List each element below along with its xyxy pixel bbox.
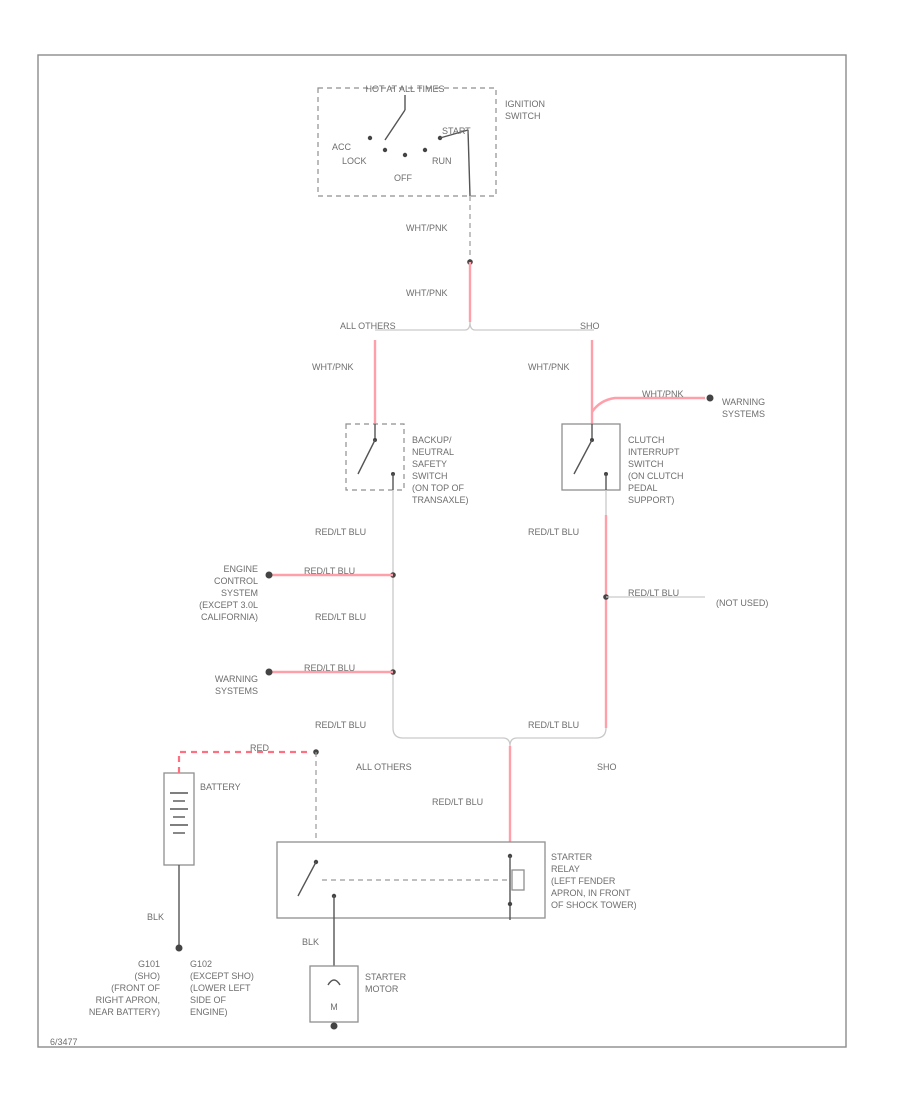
right-branch-label: RED/LT BLU bbox=[628, 588, 679, 598]
relay-feed-label: RED/LT BLU bbox=[432, 797, 483, 807]
ignition-acc-label: ACC bbox=[332, 142, 352, 152]
right-bottom-label: RED/LT BLU bbox=[528, 720, 579, 730]
left-mid-label: RED/LT BLU bbox=[315, 527, 366, 537]
warning-top-wire-label: WHT/PNK bbox=[642, 389, 684, 399]
ignition-switch: HOT AT ALL TIMES ACC LOCK OFF RUN START … bbox=[317, 84, 545, 197]
starter-motor: M STARTER MOTOR bbox=[309, 965, 407, 1030]
footer-code: 6/3477 bbox=[50, 1037, 78, 1047]
motor-name-2: MOTOR bbox=[365, 984, 399, 994]
ground-point bbox=[175, 944, 183, 952]
motor-feed-label: BLK bbox=[302, 937, 319, 947]
left-drop-label: WHT/PNK bbox=[312, 362, 354, 372]
relay-name-3: (LEFT FENDER bbox=[551, 876, 616, 886]
svg-text:G101: G101 bbox=[138, 959, 160, 969]
svg-text:(EXCEPT SHO): (EXCEPT SHO) bbox=[190, 971, 254, 981]
clutch-switch-name-2: INTERRUPT bbox=[628, 447, 680, 457]
backup-switch-name-2: NEUTRAL bbox=[412, 447, 454, 457]
diagram-frame bbox=[37, 54, 847, 1048]
backup-switch-name-5: (ON TOP OF bbox=[412, 483, 465, 493]
clutch-switch-name-4: (ON CLUTCH bbox=[628, 471, 684, 481]
split-all-others-top: ALL OTHERS bbox=[340, 321, 396, 331]
warning-top-connector bbox=[706, 394, 714, 402]
clutch-switch-name-3: SWITCH bbox=[628, 459, 664, 469]
svg-text:(FRONT OF: (FRONT OF bbox=[111, 983, 160, 993]
right-drop-label: WHT/PNK bbox=[528, 362, 570, 372]
split-all-others-bottom: ALL OTHERS bbox=[356, 762, 412, 772]
backup-switch-name-3: SAFETY bbox=[412, 459, 447, 469]
split-sho-bottom: SHO bbox=[597, 762, 617, 772]
svg-text:M: M bbox=[330, 1002, 338, 1012]
clutch-switch-name-1: CLUTCH bbox=[628, 435, 665, 445]
clutch-switch-name-6: SUPPORT) bbox=[628, 495, 674, 505]
ignition-start-label: START bbox=[442, 126, 471, 136]
warning-top-name-1: WARNING bbox=[722, 397, 765, 407]
warn-left-connector bbox=[265, 668, 273, 676]
svg-text:SIDE OF: SIDE OF bbox=[190, 995, 227, 1005]
battery-name: BATTERY bbox=[200, 782, 241, 792]
svg-text:RIGHT APRON,: RIGHT APRON, bbox=[96, 995, 160, 1005]
ecs-name-1: ENGINE bbox=[223, 564, 258, 574]
split-sho-top: SHO bbox=[580, 321, 600, 331]
ecs-name-2: CONTROL bbox=[214, 576, 258, 586]
backup-switch-name-1: BACKUP/ bbox=[412, 435, 452, 445]
ignition-name-1: IGNITION bbox=[505, 99, 545, 109]
backup-switch-name-6: TRANSAXLE) bbox=[412, 495, 469, 505]
start-wire-label-b: WHT/PNK bbox=[406, 288, 448, 298]
bottom-merge-bus bbox=[392, 727, 607, 747]
g102-label: G102 (EXCEPT SHO) (LOWER LEFT SIDE OF EN… bbox=[190, 959, 254, 1017]
left-lower-label: RED/LT BLU bbox=[315, 612, 366, 622]
battery: BATTERY bbox=[163, 772, 241, 866]
svg-text:ENGINE): ENGINE) bbox=[190, 1007, 228, 1017]
clutch-switch-name-5: PEDAL bbox=[628, 483, 658, 493]
ecs-branch-label: RED/LT BLU bbox=[304, 566, 355, 576]
g101-label: G101 (SHO) (FRONT OF RIGHT APRON, NEAR B… bbox=[89, 959, 161, 1017]
ignition-name-2: SWITCH bbox=[505, 111, 541, 121]
warning-top-name-2: SYSTEMS bbox=[722, 409, 765, 419]
starter-relay: STARTER RELAY (LEFT FENDER APRON, IN FRO… bbox=[276, 841, 637, 920]
ecs-name-4: (EXCEPT 3.0L bbox=[199, 600, 258, 610]
svg-text:NEAR BATTERY): NEAR BATTERY) bbox=[89, 1007, 160, 1017]
relay-name-4: APRON, IN FRONT bbox=[551, 888, 631, 898]
ecs-connector bbox=[265, 571, 273, 579]
start-wire-label-a: WHT/PNK bbox=[406, 223, 448, 233]
clutch-interrupt-switch: CLUTCH INTERRUPT SWITCH (ON CLUTCH PEDAL… bbox=[561, 423, 684, 505]
warn-left-name-2: SYSTEMS bbox=[215, 686, 258, 696]
relay-name-5: OF SHOCK TOWER) bbox=[551, 900, 637, 910]
warn-left-name-1: WARNING bbox=[215, 674, 258, 684]
backup-switch-name-4: SWITCH bbox=[412, 471, 448, 481]
motor-name-1: STARTER bbox=[365, 972, 407, 982]
ignition-lock-label: LOCK bbox=[342, 156, 367, 166]
not-used-label: (NOT USED) bbox=[716, 598, 768, 608]
backup-neutral-safety-switch: BACKUP/ NEUTRAL SAFETY SWITCH (ON TOP OF… bbox=[345, 423, 469, 505]
left-bottom-label: RED/LT BLU bbox=[315, 720, 366, 730]
ignition-run-label: RUN bbox=[432, 156, 452, 166]
right-mid-label: RED/LT BLU bbox=[528, 527, 579, 537]
battery-feed-label: RED bbox=[250, 743, 270, 753]
ground-wire-label: BLK bbox=[147, 912, 164, 922]
relay-name-2: RELAY bbox=[551, 864, 580, 874]
warn-branch-label: RED/LT BLU bbox=[304, 663, 355, 673]
svg-text:(SHO): (SHO) bbox=[135, 971, 161, 981]
relay-name-1: STARTER bbox=[551, 852, 593, 862]
top-split-bus bbox=[375, 321, 594, 331]
ecs-name-5: CALIFORNIA) bbox=[201, 612, 258, 622]
battery-feed-wire bbox=[177, 750, 310, 773]
ignition-hot-label: HOT AT ALL TIMES bbox=[365, 84, 444, 94]
ecs-name-3: SYSTEM bbox=[221, 588, 258, 598]
svg-text:(LOWER LEFT: (LOWER LEFT bbox=[190, 983, 251, 993]
svg-text:G102: G102 bbox=[190, 959, 212, 969]
ignition-off-label: OFF bbox=[394, 173, 412, 183]
warning-top-wire bbox=[591, 396, 705, 413]
